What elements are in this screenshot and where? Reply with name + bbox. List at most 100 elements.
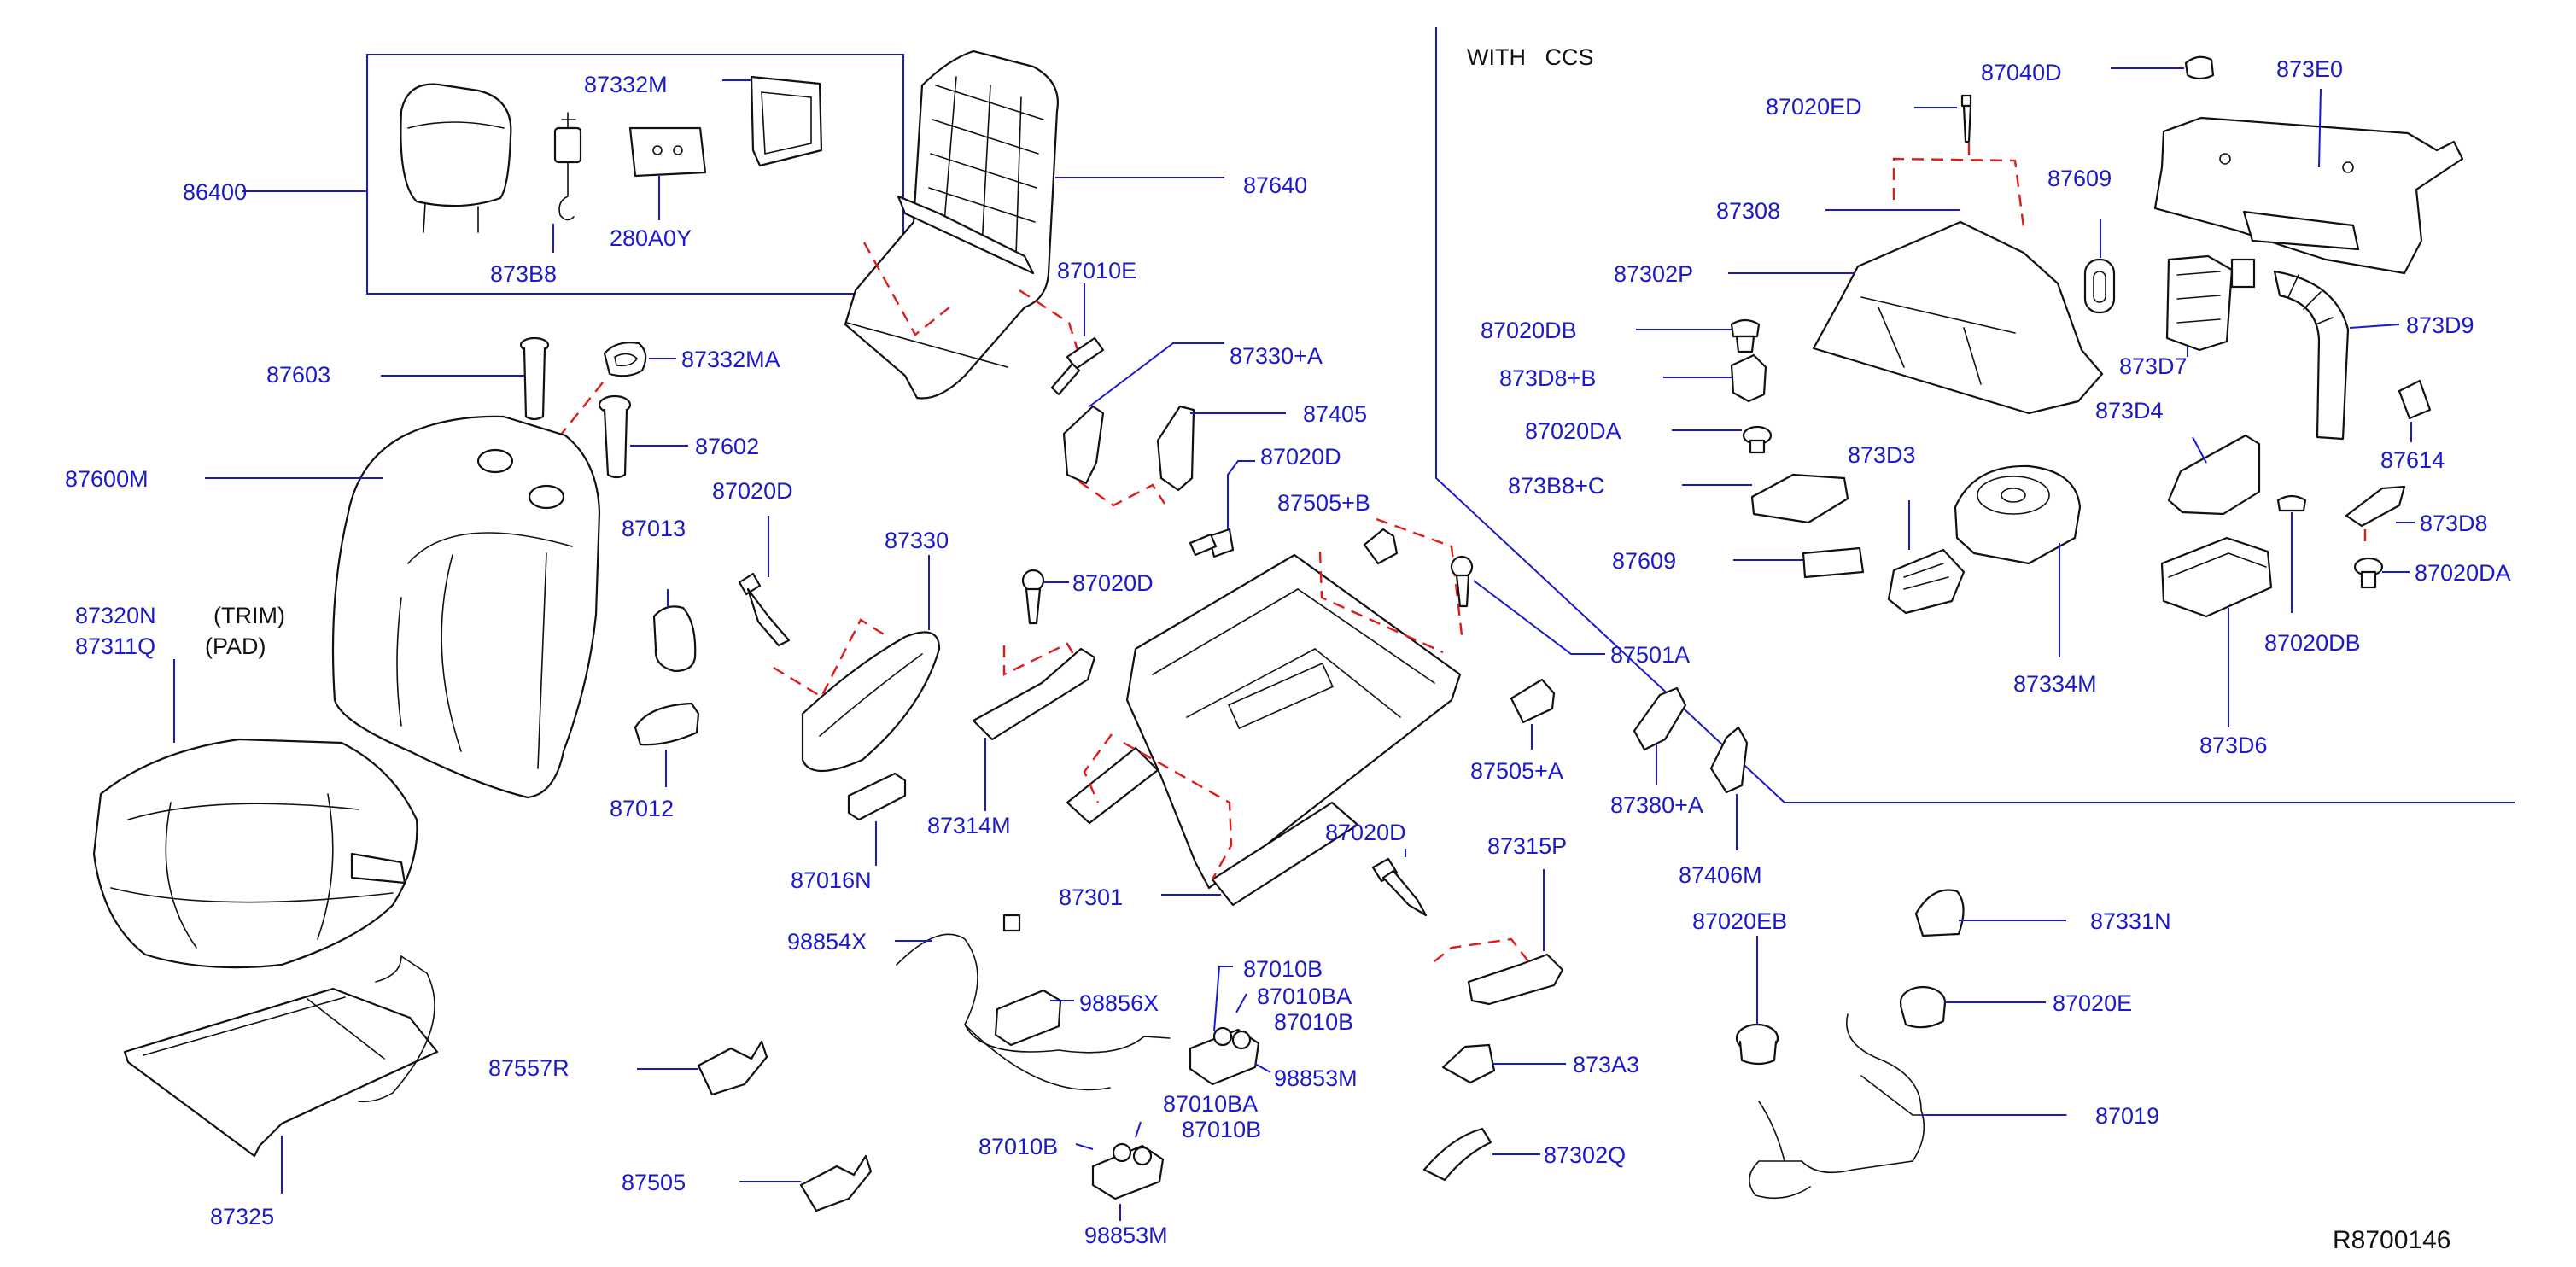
screw-87020D-b xyxy=(1002,569,1081,676)
harness-98854X xyxy=(895,914,1171,1091)
label-98856X: 98856X xyxy=(1079,990,1159,1016)
side-cover-87330 xyxy=(773,555,941,773)
label-87301: 87301 xyxy=(1059,885,1123,910)
label-873D8: 873D8 xyxy=(2420,511,2488,536)
note-pad: (PAD) xyxy=(205,634,266,659)
switch-87016N xyxy=(847,772,907,866)
screw-87020D-c xyxy=(1189,460,1255,558)
screw-87020D-a xyxy=(738,516,791,647)
seatback-frame xyxy=(844,50,1224,400)
label-87501A: 87501A xyxy=(1610,642,1690,668)
clip-87505 xyxy=(739,1154,873,1212)
label-87609-a: 87609 xyxy=(2047,166,2112,191)
inner-cover-87314M xyxy=(972,647,1096,811)
label-873D4: 873D4 xyxy=(2095,398,2164,423)
duct-873D4 xyxy=(2167,434,2261,516)
label-873D8B: 873D8+B xyxy=(1499,365,1596,391)
seat-frame xyxy=(1066,517,1463,907)
label-87640: 87640 xyxy=(1243,172,1307,198)
label-98854X: 98854X xyxy=(787,929,867,955)
cover-87380A xyxy=(1633,686,1687,785)
headrest-kit-frame xyxy=(366,54,904,295)
label-87609-b: 87609 xyxy=(1612,548,1676,574)
label-87020D-d: 87020D xyxy=(1325,820,1406,845)
ccs-section-boundary xyxy=(1435,27,2515,803)
label-98853M-b: 98853M xyxy=(1084,1223,1168,1248)
label-87010B-b: 87010B xyxy=(1274,1009,1353,1035)
label-87602: 87602 xyxy=(695,434,759,459)
duct-873D3 xyxy=(1887,500,1966,615)
label-873D3: 873D3 xyxy=(1848,442,1916,468)
seatback-trim xyxy=(205,415,601,799)
headrest-guide xyxy=(381,336,550,421)
grommet-87609-a xyxy=(2083,219,2116,314)
label-87020DA-b: 87020DA xyxy=(2415,560,2511,586)
label-87010B-a: 87010B xyxy=(1243,956,1323,982)
blower-87334M xyxy=(1954,464,2082,657)
label-87332M: 87332M xyxy=(584,72,668,97)
label-87010BA-a: 87010BA xyxy=(1257,984,1352,1009)
note-trim: (TRIM) xyxy=(213,603,285,628)
label-87020D-c: 87020D xyxy=(1072,570,1154,596)
label-87331N: 87331N xyxy=(2090,908,2171,934)
trim-cap-87013 xyxy=(652,589,697,673)
clip-87020E xyxy=(1899,985,2046,1029)
screw-87020D-d xyxy=(1371,849,1428,917)
label-873A3: 873A3 xyxy=(1573,1052,1639,1077)
label-87010BA-b: 87010BA xyxy=(1163,1091,1258,1117)
section-header-with-ccs: WITH CCS xyxy=(1467,44,1594,70)
label-87380A: 87380+A xyxy=(1610,792,1703,818)
control-module xyxy=(628,126,707,220)
bracket-873D8B xyxy=(1663,353,1767,403)
screw-87020ED xyxy=(1892,94,2025,228)
label-87406M: 87406M xyxy=(1679,862,1762,888)
pin-87020DA-b xyxy=(2353,557,2410,589)
label-87603: 87603 xyxy=(266,362,330,388)
label-87012: 87012 xyxy=(610,796,674,821)
label-87010B-c: 87010B xyxy=(1182,1117,1261,1142)
label-87010E: 87010E xyxy=(1057,258,1136,283)
drawing-number: R8700146 xyxy=(2333,1226,2450,1254)
bracket-873D8 xyxy=(2345,485,2415,548)
tray-87302P xyxy=(1728,209,2104,415)
seat-cushion xyxy=(92,659,418,969)
label-87557R: 87557R xyxy=(488,1055,570,1081)
pin-87020DB-b xyxy=(2276,494,2307,613)
grommet-87609-b xyxy=(1733,546,1865,579)
label-87330: 87330 xyxy=(885,528,949,553)
label-87040D: 87040D xyxy=(1981,60,2062,85)
duct-873E0 xyxy=(2153,88,2464,275)
module-98856X xyxy=(994,989,1074,1047)
label-87315P: 87315P xyxy=(1487,833,1567,859)
pin-87020DA-a xyxy=(1672,425,1773,454)
bolt-87501A xyxy=(1450,555,1605,655)
label-87016N: 87016N xyxy=(791,867,872,893)
label-873D9: 873D9 xyxy=(2406,312,2474,338)
pin-87020DB-a xyxy=(1636,318,1761,353)
label-87600M: 87600M xyxy=(65,466,149,492)
bolt-87010E xyxy=(1050,283,1105,396)
bracket-87405 xyxy=(1156,405,1286,492)
label-873E0: 873E0 xyxy=(2276,56,2343,82)
clip-87505B xyxy=(1363,528,1399,565)
trim-cap-87012 xyxy=(634,702,700,787)
headrest-guide-2 xyxy=(598,394,688,479)
label-873B8C: 873B8+C xyxy=(1508,473,1604,499)
label-87311Q: 87311Q xyxy=(75,634,155,659)
label-873D7: 873D7 xyxy=(2119,353,2188,379)
clip-87557R xyxy=(637,1040,768,1096)
label-87325: 87325 xyxy=(210,1204,274,1229)
label-873B8: 873B8 xyxy=(490,261,557,287)
label-87020EB: 87020EB xyxy=(1692,908,1787,934)
bracket-873A3 xyxy=(1441,1043,1566,1084)
label-87020DA-a: 87020DA xyxy=(1525,418,1621,444)
headrest-sensor xyxy=(552,112,582,253)
label-87020DB-b: 87020DB xyxy=(2264,630,2361,656)
label-87013: 87013 xyxy=(622,516,686,541)
label-87302P: 87302P xyxy=(1614,261,1693,287)
pad-87614 xyxy=(2398,379,2432,442)
label-280A0Y: 280A0Y xyxy=(610,225,692,251)
label-87019: 87019 xyxy=(2095,1103,2159,1129)
cover-87331N xyxy=(1914,889,2066,937)
label-87505B: 87505+B xyxy=(1277,490,1370,516)
